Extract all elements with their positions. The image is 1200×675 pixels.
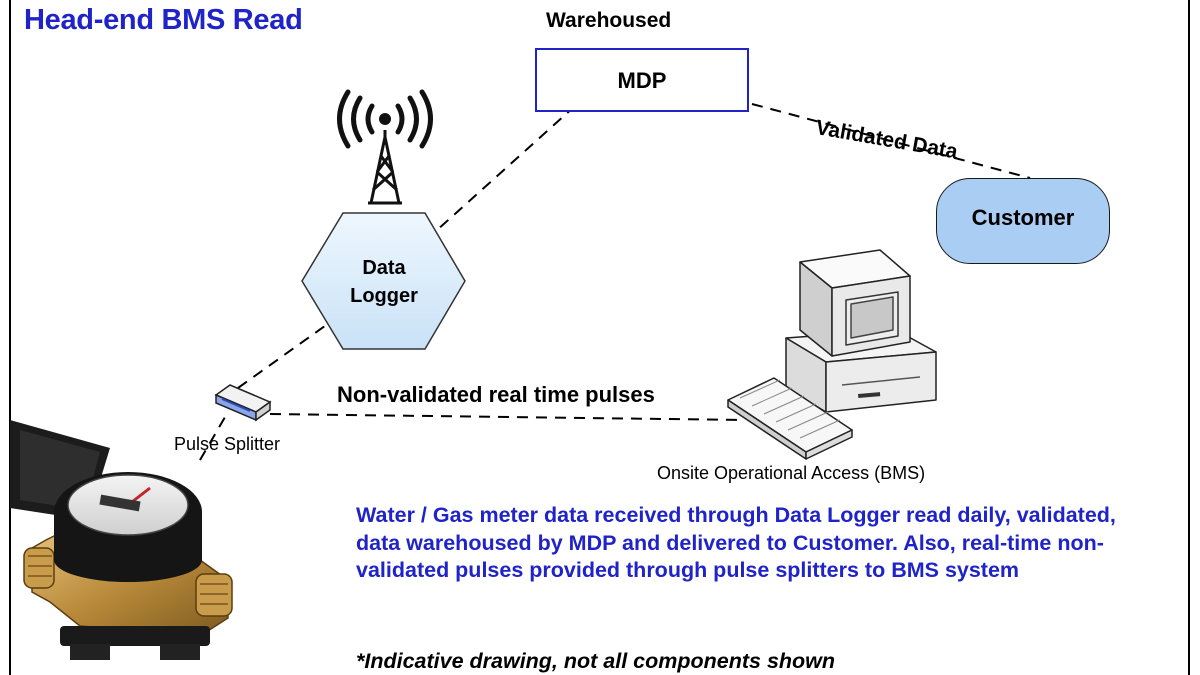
connector-mdp-to-customer [751, 103, 1031, 179]
frame-right-border [1188, 0, 1190, 675]
data-logger-label-line1: Data [362, 257, 406, 279]
water-meter-icon [10, 420, 233, 660]
computer-icon[interactable] [785, 249, 937, 413]
keyboard-icon[interactable] [727, 377, 853, 460]
customer-label: Customer [971, 205, 1075, 230]
description-text: Water / Gas meter data received through … [356, 503, 1116, 582]
radio-wave-icon [337, 89, 433, 149]
non-validated-pulses-label: Non-validated real time pulses [337, 382, 655, 407]
antenna-tower-icon [368, 130, 402, 205]
connector-meter-to-splitter [199, 411, 229, 461]
page-title: Head-end BMS Read [24, 4, 303, 36]
connector-splitter-to-logger [237, 317, 337, 389]
pulse-splitter-label: Pulse Splitter [174, 434, 281, 454]
bms-label: Onsite Operational Access (BMS) [657, 463, 926, 483]
data-logger-label: Data Logger [309, 254, 459, 310]
disclaimer-text: *Indicative drawing, not all components … [356, 649, 836, 673]
connector-splitter-to-bms [269, 413, 746, 421]
connection-lines [199, 103, 1031, 461]
customer-node[interactable]: Customer [936, 178, 1110, 264]
connector-logger-to-mdp [425, 105, 576, 241]
mdp-caption: Warehoused [546, 9, 672, 32]
pulse-splitter-icon[interactable] [214, 384, 272, 422]
data-logger-hexagon[interactable] [301, 212, 466, 350]
mdp-node[interactable]: MDP [535, 48, 749, 112]
mdp-label: MDP [617, 68, 667, 93]
frame-left-border [9, 0, 11, 675]
data-logger-label-line2: Logger [350, 285, 418, 307]
